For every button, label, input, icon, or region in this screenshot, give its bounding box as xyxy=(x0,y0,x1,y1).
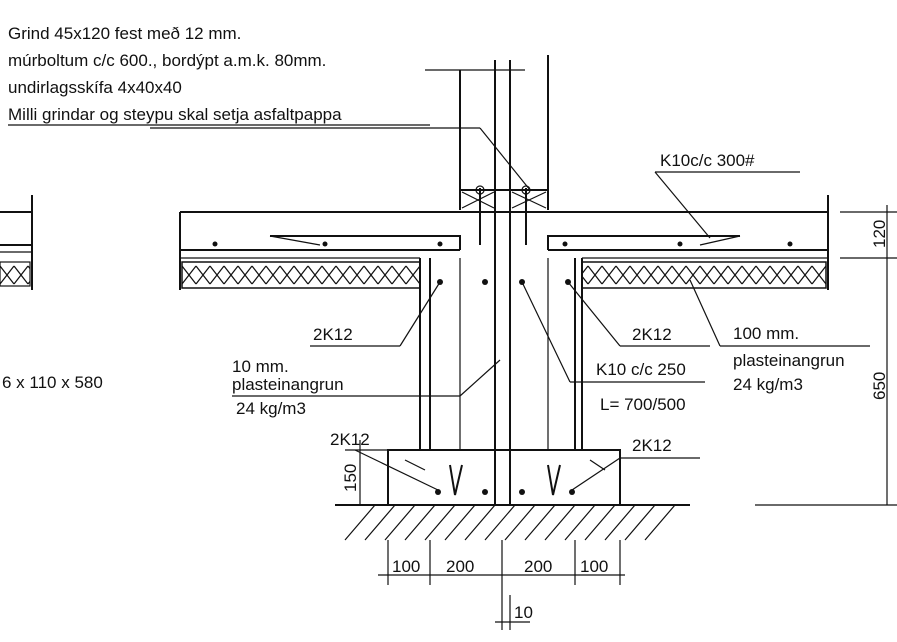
footing xyxy=(387,449,621,506)
dim-650: 650 xyxy=(870,372,889,400)
note-leader-diag xyxy=(479,127,531,191)
dim-150: 150 xyxy=(341,464,360,492)
label-left-insul-b: plasteinangrun xyxy=(232,375,344,394)
label-k10-250: K10 c/c 250 xyxy=(596,360,686,379)
leader-footing-right xyxy=(571,457,621,491)
leader-right-insul xyxy=(689,279,721,347)
label-footing-2k12-left: 2K12 xyxy=(330,430,370,449)
dim-10: 10 xyxy=(514,603,533,622)
foundation-wall xyxy=(419,258,583,450)
label-right-insul-a: 100 mm. xyxy=(733,324,799,343)
dim-120: 120 xyxy=(870,220,889,248)
label-left-insul-c: 24 kg/m3 xyxy=(236,399,306,418)
label-footing-2k12-right: 2K12 xyxy=(632,436,672,455)
label-k10-300: K10c/c 300# xyxy=(660,151,755,170)
leader-2k12-left xyxy=(399,281,441,347)
dim-vertical-left xyxy=(345,440,388,505)
dim-100-left: 100 xyxy=(392,557,420,576)
dim-100-right: 100 xyxy=(580,557,608,576)
leader-2k12-right xyxy=(567,281,621,347)
label-right-insul-c: 24 kg/m3 xyxy=(733,375,803,394)
note-line-3: undirlagsskífa 4x40x40 xyxy=(8,78,182,97)
dim-horizontal xyxy=(378,540,625,630)
note-line-2: múrboltum c/c 600., bordýpt a.m.k. 80mm. xyxy=(8,51,326,70)
leader-footing-left xyxy=(354,449,439,491)
insulation-right xyxy=(581,261,827,289)
ground-hatching xyxy=(335,504,690,541)
leader-left-insul-diag xyxy=(459,359,501,397)
label-left-insul-a: 10 mm. xyxy=(232,357,289,376)
label-length: L= 700/500 xyxy=(600,395,686,414)
k10-250-leader xyxy=(521,281,571,383)
k10-300-leader xyxy=(654,171,711,239)
note-line-1: Grind 45x120 fest með 12 mm. xyxy=(8,24,241,43)
left-partial-wall xyxy=(0,195,33,290)
note-line-4: Milli grindar og steypu skal setja asfal… xyxy=(8,105,342,124)
dim-vertical-right xyxy=(755,205,897,506)
dim-200-right: 200 xyxy=(524,557,552,576)
floor-slab xyxy=(179,195,829,290)
label-right-insul-b: plasteinangrun xyxy=(733,351,845,370)
timber-wall xyxy=(459,55,549,505)
left-partial-label: 6 x 110 x 580 xyxy=(2,373,103,392)
insulation-left xyxy=(181,261,421,289)
label-2k12-left: 2K12 xyxy=(313,325,353,344)
label-2k12-right: 2K12 xyxy=(632,325,672,344)
dim-200-left: 200 xyxy=(446,557,474,576)
